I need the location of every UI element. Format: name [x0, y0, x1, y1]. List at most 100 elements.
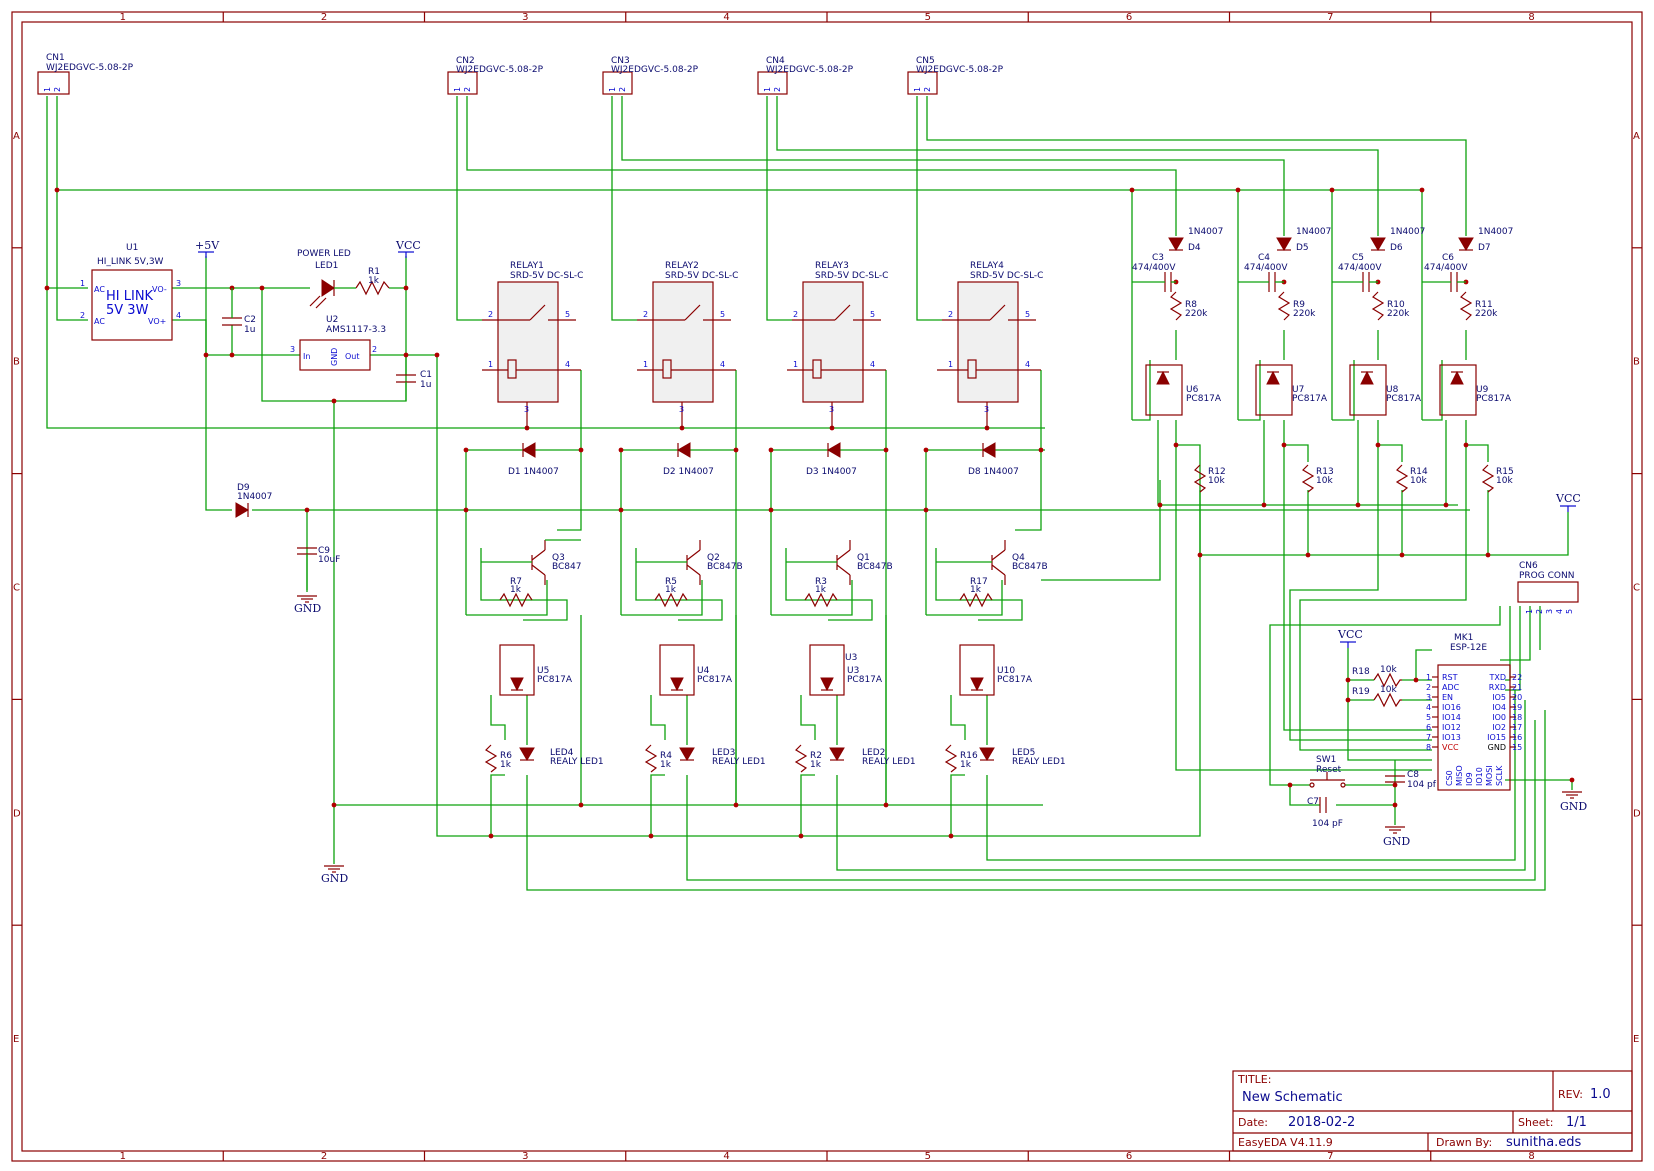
svg-text:5: 5 — [1565, 609, 1574, 614]
wires — [46, 96, 1573, 891]
svg-text:1: 1 — [488, 360, 493, 369]
resistor-r18: R18 10k — [1352, 665, 1402, 688]
resistor-r19: R19 10k — [1352, 685, 1402, 708]
svg-text:VCC: VCC — [1555, 492, 1581, 505]
svg-text:3: 3 — [829, 405, 834, 414]
connector-cn1: CN1 WJ2EDGVC-5.08-2P 1 2 — [37, 53, 134, 95]
esp-pin-number: 3 — [1426, 693, 1431, 702]
svg-text:D9: D9 — [237, 483, 250, 493]
esp-pin-label: IO10 — [1475, 767, 1484, 786]
svg-text:2: 2 — [618, 87, 627, 92]
esp-pin-label: SCLK — [1495, 765, 1504, 786]
esp-pin-number: 6 — [1426, 723, 1431, 732]
svg-text:C3: C3 — [1152, 253, 1164, 263]
gnd-symbol-main: GND — [321, 865, 348, 885]
svg-text:WJ2EDGVC-5.08-2P: WJ2EDGVC-5.08-2P — [766, 65, 854, 75]
svg-text:RELAY3: RELAY3 — [815, 261, 849, 271]
svg-text:3: 3 — [1545, 609, 1554, 614]
esp-pin-label: TXD — [1488, 673, 1506, 682]
svg-text:+5V: +5V — [195, 239, 220, 252]
svg-text:10k: 10k — [1410, 476, 1427, 486]
svg-text:U1: U1 — [126, 243, 138, 253]
svg-text:C6: C6 — [1442, 253, 1454, 263]
svg-text:C1: C1 — [420, 370, 432, 380]
esp-pin-number: 16 — [1512, 733, 1522, 742]
svg-text:AC: AC — [94, 317, 105, 326]
svg-text:WJ2EDGVC-5.08-2P: WJ2EDGVC-5.08-2P — [456, 65, 544, 75]
svg-text:1k: 1k — [665, 585, 677, 595]
svg-text:R9: R9 — [1293, 300, 1305, 310]
esp-pin-label: IO4 — [1492, 703, 1506, 712]
esp-pin-label: RXD — [1489, 683, 1506, 692]
svg-text:2: 2 — [923, 87, 932, 92]
hilink-module-u1: U1 HI_LINK 5V,3W HI LINK 5V 3W AC AC VO-… — [80, 243, 181, 341]
svg-text:R11: R11 — [1475, 300, 1493, 310]
prog-connector-cn6: CN6 PROG CONN 1 2 3 4 5 — [1517, 561, 1579, 614]
connector-cn2: CN2 WJ2EDGVC-5.08-2P 1 2 — [447, 56, 544, 95]
border-row-label-left: D — [13, 808, 21, 819]
border-col-label-top: 3 — [522, 12, 528, 23]
svg-text:R17: R17 — [970, 577, 988, 587]
svg-text:BC847B: BC847B — [707, 562, 743, 572]
svg-text:R15: R15 — [1496, 467, 1514, 477]
esp-pin-number: 20 — [1512, 693, 1522, 702]
svg-text:474/400V: 474/400V — [1338, 263, 1382, 273]
svg-text:PC817A: PC817A — [697, 675, 733, 685]
svg-text:LED4: LED4 — [550, 748, 574, 758]
border-col-label-bottom: 3 — [522, 1151, 528, 1162]
capacitor-c8: C8 104 pf — [1385, 770, 1437, 790]
esp-pin-number: 21 — [1512, 683, 1522, 692]
svg-text:1k: 1k — [970, 585, 982, 595]
svg-text:PC817A: PC817A — [537, 675, 573, 685]
svg-text:R19: R19 — [1352, 687, 1370, 697]
svg-text:U5: U5 — [537, 666, 549, 676]
svg-text:R3: R3 — [815, 577, 827, 587]
svg-text:U8: U8 — [1386, 385, 1399, 395]
power-led1: POWER LED LED1 — [297, 249, 351, 309]
svg-text:PC817A: PC817A — [997, 675, 1033, 685]
svg-text:C7: C7 — [1307, 797, 1319, 807]
gnd-symbol-right: GND — [1560, 791, 1587, 813]
svg-text:U6: U6 — [1186, 385, 1199, 395]
border-col-label-bottom: 1 — [120, 1151, 126, 1162]
svg-text:CN1: CN1 — [46, 53, 65, 63]
connector-cn3: CN3 WJ2EDGVC-5.08-2P 1 2 — [602, 56, 699, 95]
svg-text:PC817A: PC817A — [1386, 394, 1422, 404]
vcc-symbol-right: VCC — [1555, 492, 1581, 512]
svg-text:5: 5 — [565, 310, 570, 319]
esp-pin-label: GND — [1488, 743, 1506, 752]
esp-pin-label: IO5 — [1492, 693, 1506, 702]
svg-text:R16: R16 — [960, 751, 978, 761]
svg-text:BC847B: BC847B — [1012, 562, 1048, 572]
svg-text:Q3: Q3 — [552, 553, 565, 563]
svg-text:PC817A: PC817A — [1292, 394, 1328, 404]
svg-text:5: 5 — [720, 310, 725, 319]
svg-text:Q1: Q1 — [857, 553, 870, 563]
border-col-label-bottom: 7 — [1327, 1151, 1333, 1162]
svg-text:474/400V: 474/400V — [1132, 263, 1176, 273]
border-row-label-right: C — [1633, 583, 1640, 594]
svg-text:2: 2 — [1535, 609, 1544, 614]
svg-text:New Schematic: New Schematic — [1242, 1090, 1343, 1105]
svg-text:R1: R1 — [368, 267, 380, 277]
border-row-label-right: E — [1633, 1034, 1639, 1045]
svg-text:LED1: LED1 — [315, 261, 338, 271]
svg-text:C4: C4 — [1258, 253, 1270, 263]
svg-text:2: 2 — [948, 310, 953, 319]
regulator-u2: U2 AMS1117-3.3 In Out GND 3 2 — [290, 315, 386, 371]
svg-text:U10: U10 — [997, 666, 1015, 676]
svg-text:D3 1N4007: D3 1N4007 — [806, 467, 857, 477]
svg-text:1: 1 — [43, 87, 52, 92]
svg-text:2: 2 — [793, 310, 798, 319]
esp-pin-number: 4 — [1426, 703, 1431, 712]
vcc-symbol-top: VCC — [395, 239, 421, 258]
capacitor-c9: C9 10uF — [297, 546, 340, 592]
svg-text:VO-: VO- — [152, 285, 167, 294]
svg-text:5V 3W: 5V 3W — [106, 303, 149, 318]
junctions — [44, 187, 1575, 839]
svg-text:LED3: LED3 — [712, 748, 735, 758]
